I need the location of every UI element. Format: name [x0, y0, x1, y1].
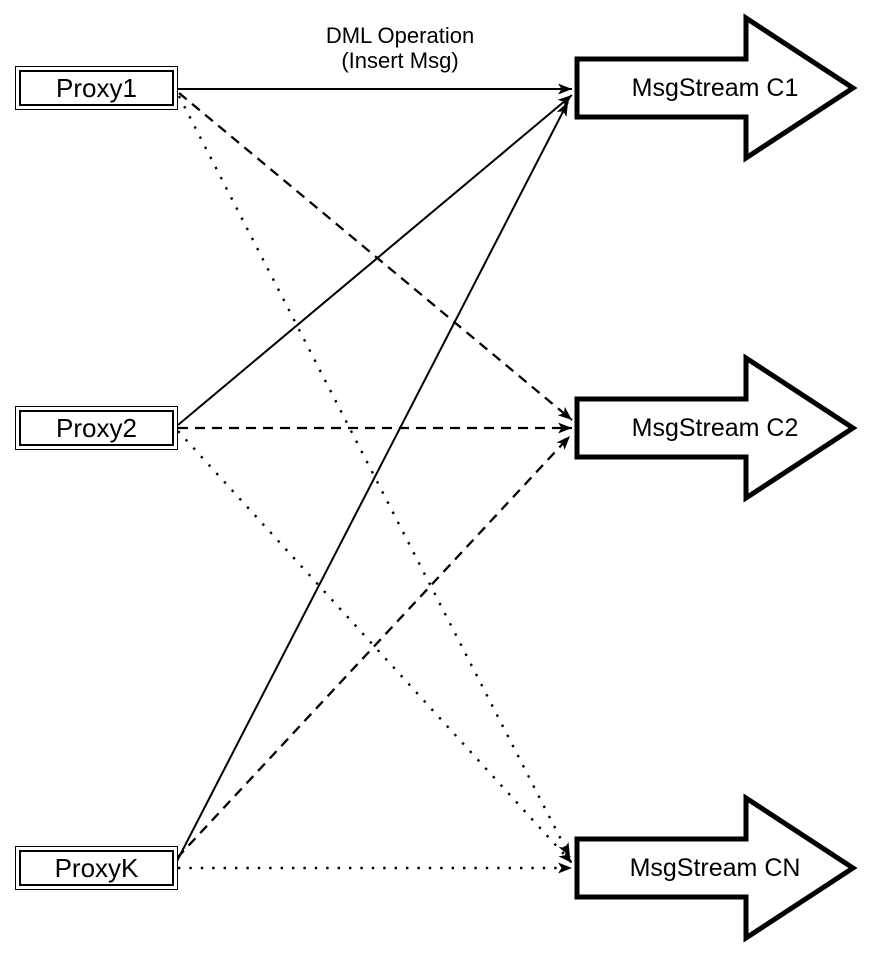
dml-annotation-line2: (Insert Msg)	[341, 48, 459, 73]
node-proxyk: ProxyK	[15, 846, 178, 890]
proxy2-label: Proxy2	[19, 410, 174, 446]
msgstream-cn-arrow-shape	[574, 793, 858, 943]
dml-annotation: DML Operation (Insert Msg)	[300, 23, 500, 73]
proxy1-label: Proxy1	[19, 70, 174, 106]
node-proxy1: Proxy1	[15, 66, 178, 110]
msgstream-c2-arrow-shape	[574, 353, 858, 503]
proxyk-label: ProxyK	[19, 850, 174, 886]
edge-proxyk-to-c2	[176, 435, 571, 859]
msgstream-cn-label: MsgStream CN	[629, 854, 801, 882]
edge-proxy1-to-c2	[178, 92, 573, 421]
node-proxy2: Proxy2	[15, 406, 178, 450]
edge-proxyk-to-c1	[176, 101, 569, 862]
msgstream-c1-label: MsgStream C1	[631, 74, 799, 102]
edge-proxy2-to-c1	[177, 94, 573, 426]
msgstream-c2-label: MsgStream C2	[631, 414, 799, 442]
dml-annotation-line1: DML Operation	[325, 23, 475, 48]
msgstream-c1-arrow-shape	[574, 13, 858, 163]
